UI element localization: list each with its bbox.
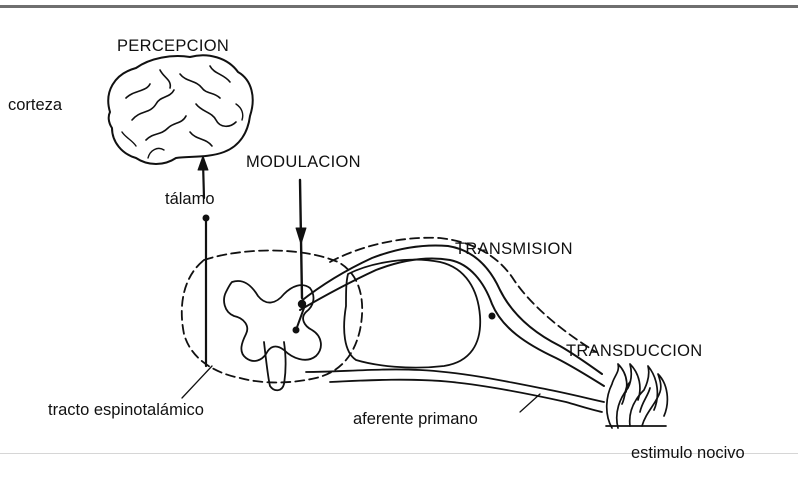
- label-transmision: TRANSMISION: [455, 241, 573, 258]
- aferente-leader-line: [520, 394, 540, 412]
- label-aferente-primano: aferente primano: [353, 411, 478, 428]
- tracto-leader-line: [182, 366, 212, 398]
- brain-drawing: [108, 55, 252, 164]
- label-tracto-espinotalamico: tracto espinotalámico: [48, 402, 204, 419]
- label-talamo: tálamo: [165, 191, 215, 208]
- primary-afferent-nerve: [293, 238, 604, 412]
- label-percepcion: PERCEPCION: [117, 38, 229, 55]
- label-estimulo-nocivo: estimulo nocivo: [631, 445, 745, 462]
- flame-icon: [606, 364, 667, 428]
- label-corteza: corteza: [8, 97, 62, 114]
- label-modulacion: MODULACION: [246, 154, 361, 171]
- label-transduccion: TRANSDUCCION: [566, 343, 703, 360]
- modulation-arrow: [296, 180, 306, 307]
